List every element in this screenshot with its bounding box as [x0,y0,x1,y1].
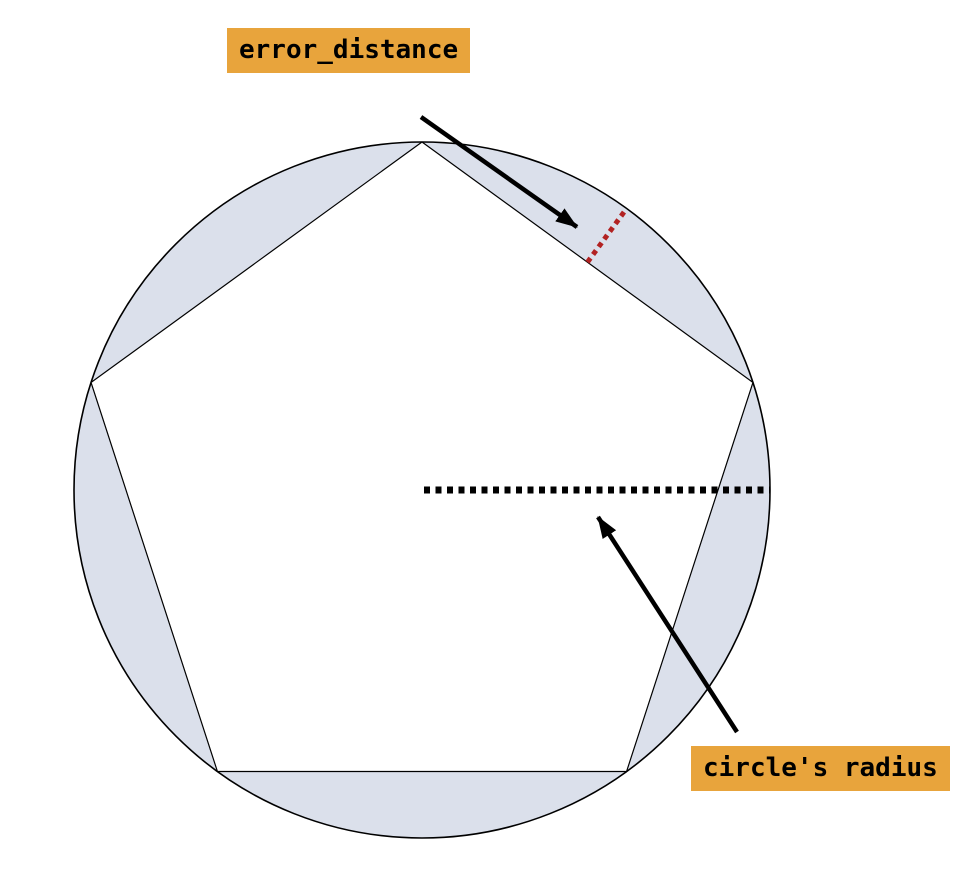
radius-arrow [596,515,739,734]
error-distance-arrow [419,115,579,229]
inscribed-pentagon [90,141,754,773]
circle-radius-label: circle's radius [691,746,950,791]
error-distance-dotted-line [585,207,629,264]
error-distance-label: error_distance [227,28,471,73]
